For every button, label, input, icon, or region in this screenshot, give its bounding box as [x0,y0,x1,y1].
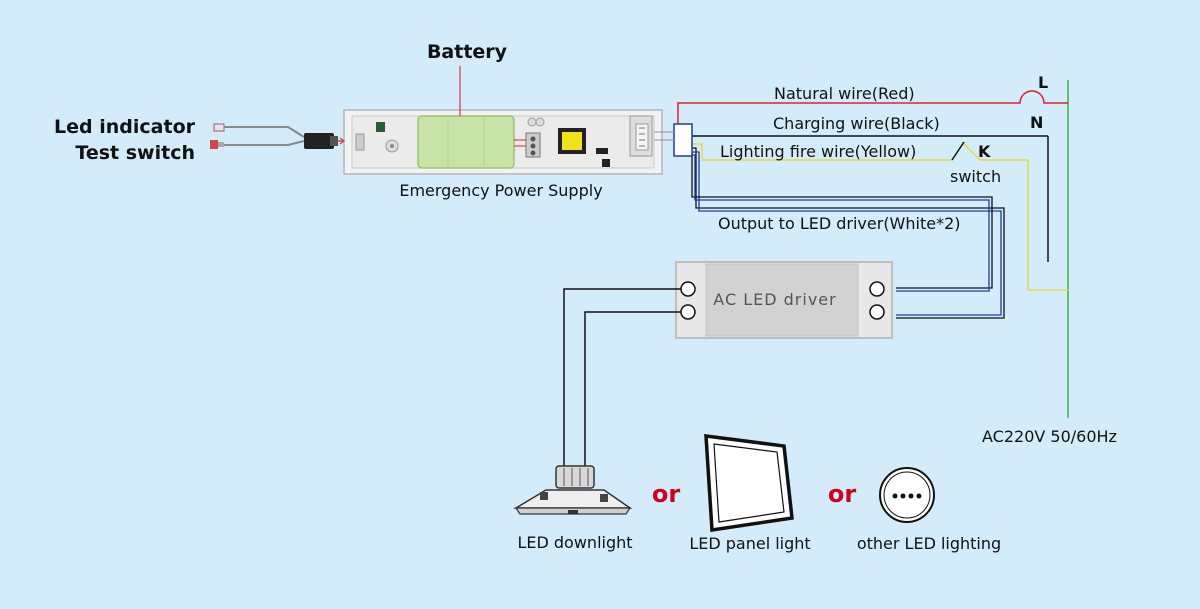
L-label: L [1038,73,1048,92]
battery-cell [417,115,515,169]
panel-label: LED panel light [689,534,810,553]
or-label-1: or [652,480,680,508]
test-switch-label: Test switch [75,142,195,164]
output-label: Output to LED driver(White*2) [718,214,961,233]
or-label-2: or [828,480,856,508]
other-label: other LED lighting [857,534,1001,553]
natural-wire-label: Natural wire(Red) [774,84,915,103]
K-label: K [978,142,991,161]
switch-label: switch [950,167,1001,186]
led-indicator-label: Led indicator [54,116,196,138]
led-downlight-icon [513,465,633,515]
output-wire-1-blue [691,151,1002,316]
battery-label: Battery [427,41,508,63]
emergency-power-supply [343,109,693,175]
output-wire-1 [688,147,1005,319]
indicator-switch-cable [210,123,345,149]
output-wire-2-blue [689,154,990,292]
downlight-label: LED downlight [517,533,632,552]
lighting-wire-label: Lighting fire wire(Yellow) [720,142,916,161]
switch-contact [951,141,965,161]
other-led-lighting-icon [879,467,935,523]
N-label: N [1030,113,1043,132]
driver-output-wire-2 [584,311,681,468]
red-natural-wire [677,90,1068,124]
ac-led-driver [675,261,893,339]
driver-output-wire-1 [563,288,681,468]
yellow-lighting-wire [690,141,1068,291]
eps-label: Emergency Power Supply [399,181,602,200]
led-panel-light-icon [704,433,794,533]
charging-wire-label: Charging wire(Black) [773,114,940,133]
driver-label: AC LED driver [713,290,836,309]
ac-label: AC220V 50/60Hz [982,427,1117,446]
